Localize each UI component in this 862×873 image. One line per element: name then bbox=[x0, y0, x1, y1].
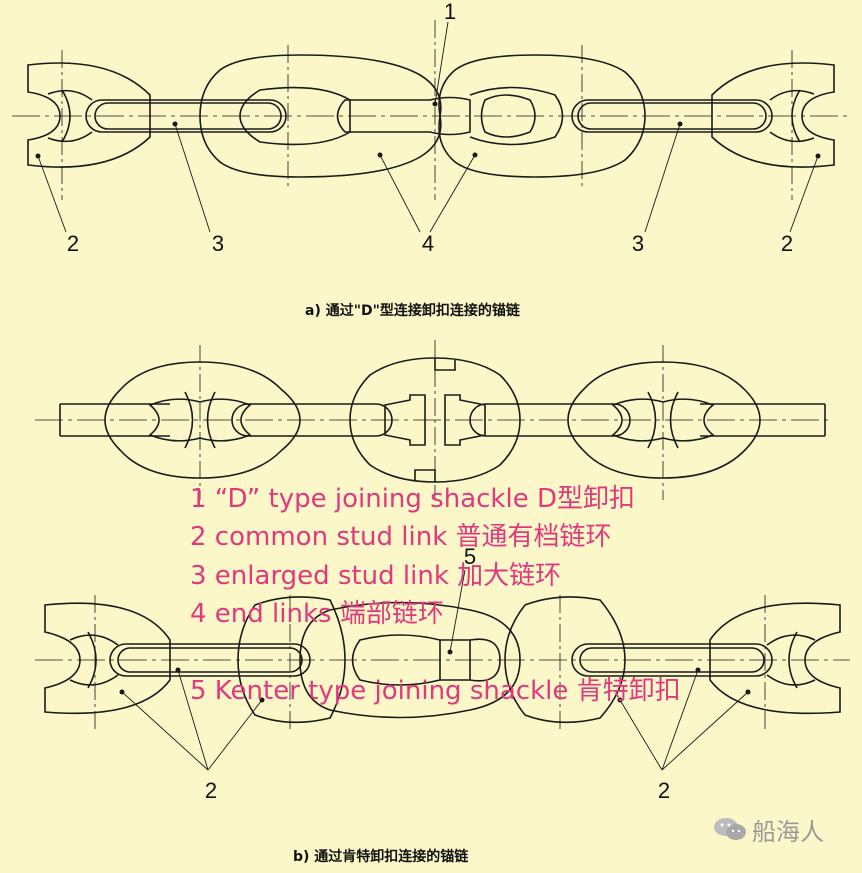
end-link-right-a bbox=[438, 54, 646, 178]
common-link-right-a bbox=[711, 62, 835, 168]
callout-2-left: 2 bbox=[66, 231, 80, 256]
legend-item-5: 5 Kenter type joining shackle 肯特卸扣 bbox=[190, 676, 681, 706]
common-link-right-c bbox=[709, 602, 841, 715]
callout-3-right: 3 bbox=[631, 231, 645, 256]
callout-3-left: 3 bbox=[211, 231, 225, 256]
callout-2-right-b: 2 bbox=[657, 778, 671, 803]
enlarged-link-right-a bbox=[571, 99, 773, 133]
legend-item-3: 3 enlarged stud link 加大链环 bbox=[190, 561, 562, 591]
callout-1: 1 bbox=[443, 0, 457, 24]
diagram-a-d-shackle-chain bbox=[12, 20, 850, 233]
link-left-b bbox=[104, 361, 301, 479]
watermark-text: 船海人 bbox=[752, 818, 824, 846]
callout-5: 5 bbox=[463, 544, 477, 569]
d-shackle bbox=[336, 96, 471, 136]
diagram-b-chain-lower bbox=[35, 569, 850, 771]
caption-a: a) 通过"D"型连接卸扣连接的锚链 bbox=[305, 303, 520, 319]
end-link-left-a bbox=[199, 54, 442, 178]
kenter-shackle bbox=[351, 634, 501, 686]
kenter-shackle-upper bbox=[349, 357, 521, 483]
diagram-b-chain-upper bbox=[35, 340, 830, 500]
enlarged-link-left-a bbox=[85, 99, 287, 133]
link-right-b bbox=[567, 361, 761, 479]
caption-b: b) 通过肯特卸扣连接的锚链 bbox=[293, 849, 469, 865]
legend-item-2: 2 common stud link 普通有档链环 bbox=[190, 522, 612, 552]
wechat-icon bbox=[714, 818, 746, 840]
callout-2-left-b: 2 bbox=[204, 778, 218, 803]
callout-4: 4 bbox=[421, 231, 435, 256]
common-link-left-c bbox=[44, 602, 171, 715]
legend-item-4: 4 end links 端部链环 bbox=[190, 599, 444, 629]
callout-2-right: 2 bbox=[780, 231, 794, 256]
common-link-left-a bbox=[27, 62, 151, 168]
legend-item-1: 1 “D” type joining shackle D型卸扣 bbox=[190, 484, 635, 514]
